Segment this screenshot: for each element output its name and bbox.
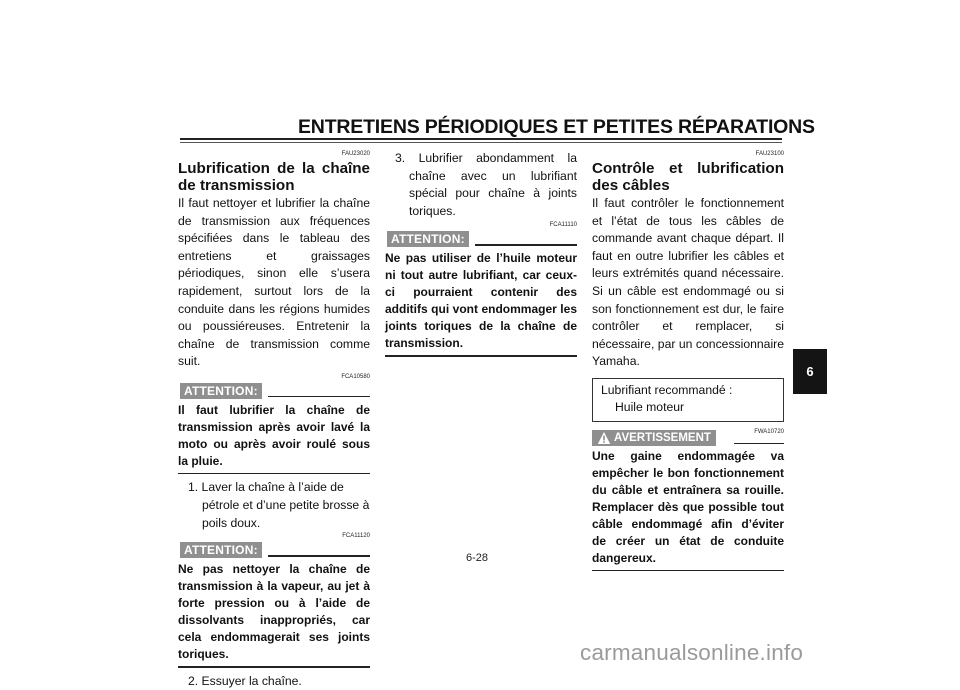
step-3: 3. Lubrifier abondamment la chaîne avec … [395, 151, 577, 218]
section-title: Contrôle et lubrification des câbles [592, 160, 784, 194]
caution-label: ATTENTION: [180, 542, 262, 559]
warning-header: AVERTISSEMENT [592, 429, 784, 448]
header-rule-thin [180, 142, 782, 143]
warning-code: FWA10720 [754, 428, 784, 435]
section-title: Lubrification de la chaîne de transmissi… [178, 160, 370, 194]
watermark: carmanualsonline.info [580, 640, 804, 665]
warning-end-rule [592, 569, 784, 572]
page-number: 6-28 [466, 552, 489, 564]
box-value: Huile moteur [615, 399, 685, 414]
caution-rule [268, 395, 370, 398]
box-label: Lubrifiant recommandé : [601, 382, 733, 397]
column-left: FAU23020 Lubrification de la chaîne de t… [178, 150, 370, 690]
column-right: FAU23100 Contrôle et lubrification des c… [592, 150, 784, 576]
caution-text: Ne pas nettoyer la chaîne de trans­missi… [178, 562, 370, 662]
warning-rule [734, 442, 784, 445]
warning-label-badge: AVERTISSEMENT [592, 429, 716, 446]
caution-code: FCA10580 [341, 373, 370, 380]
step-1: 1. Laver la chaîne à l’aide de pétrole e… [188, 480, 370, 530]
caution-rule [475, 244, 577, 246]
caution-text: Ne pas utiliser de l’huile moteur ni tou… [385, 251, 577, 351]
warning-text: Une gaine endommagée va empê­cher le bon… [592, 448, 784, 565]
caution-label: ATTENTION: [387, 231, 469, 248]
page-header-title: ENTRETIENS PÉRIODIQUES ET PETITES RÉPARA… [298, 116, 815, 138]
caution-text: Il faut lubrifier la chaîne de transmis­… [178, 402, 370, 468]
column-middle: 3. Lubrifier abondamment la chaîne avec … [385, 150, 577, 362]
chapter-tab: 6 [793, 349, 827, 394]
section-code: FAU23100 [755, 151, 784, 157]
caution-rule [268, 555, 370, 557]
caution-end-rule [178, 666, 370, 668]
recommended-lubricant-box: Lubrifiant recommandé : Huile moteur [592, 377, 784, 422]
warning-triangle-icon [597, 431, 611, 444]
caution-code: FCA11110 [549, 222, 577, 229]
section-code: FAU23020 [341, 151, 370, 157]
caution-header: ATTENTION: [178, 382, 370, 401]
caution-end-rule [385, 355, 577, 357]
caution-code: FCA11120 [342, 533, 370, 540]
caution-header: ATTENTION: [178, 542, 370, 560]
step-2: 2. Essuyer la chaîne. [188, 673, 302, 688]
section-intro: Il faut nettoyer et lubrifier la chaîne … [178, 196, 370, 369]
section-intro: Il faut contrôler le fonctionnement et l… [592, 196, 784, 369]
caution-label: ATTENTION: [180, 382, 262, 399]
warning-label: AVERTISSEMENT [614, 431, 711, 444]
caution-header: ATTENTION: [385, 231, 577, 249]
caution-end-rule [178, 472, 370, 475]
header-rule [180, 138, 782, 140]
